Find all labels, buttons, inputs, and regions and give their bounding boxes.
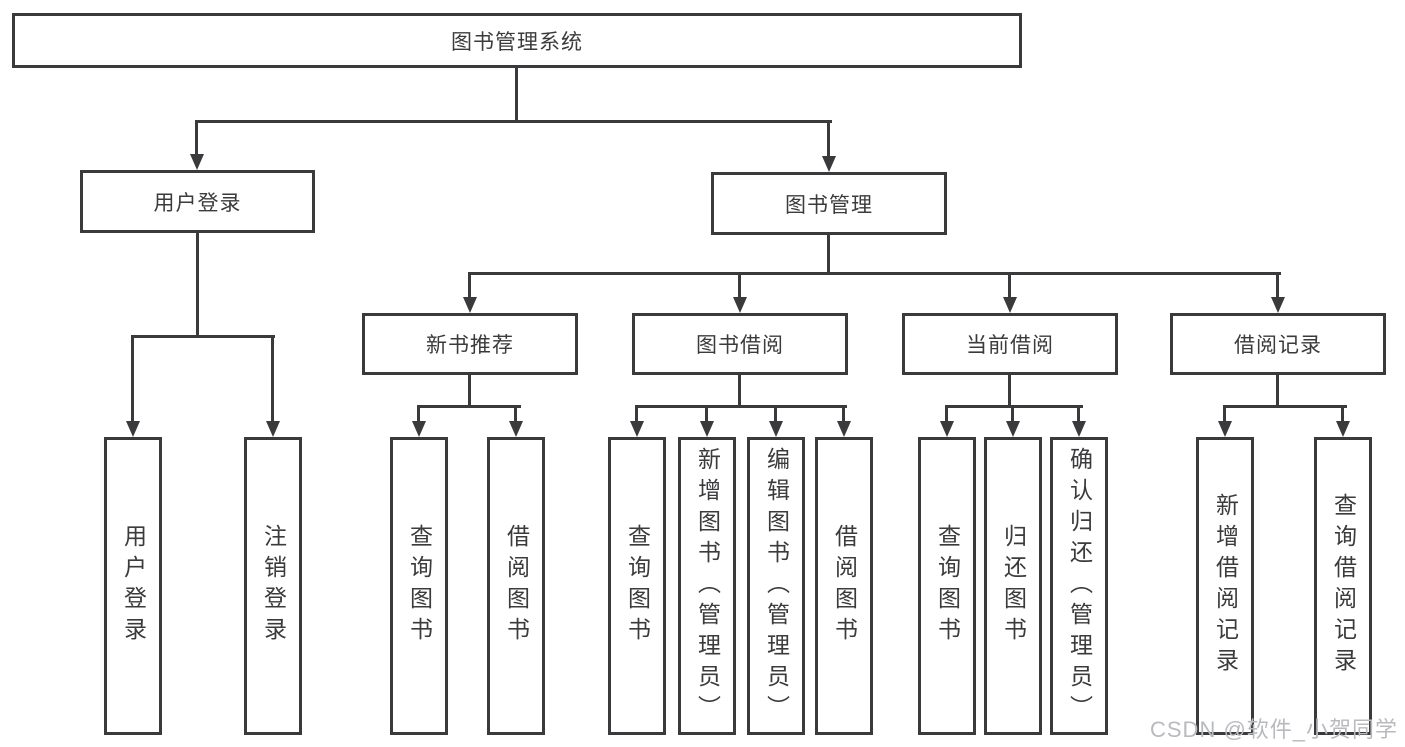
arrowhead-icon: [769, 421, 783, 437]
leaf-query-book: 查询图书: [918, 437, 976, 735]
connector-line: [1223, 405, 1347, 408]
connector-line: [1276, 272, 1279, 297]
node-root: 图书管理系统: [12, 13, 1022, 68]
node-current-borrow: 当前借阅: [902, 313, 1118, 375]
node-borrow-records: 借阅记录: [1170, 313, 1386, 375]
connector-line: [1223, 405, 1226, 421]
leaf-add-borrow-record: 新增借阅记录: [1196, 437, 1254, 735]
csdn-watermark: CSDN @软件_小贺同学: [1150, 717, 1399, 742]
leaf-borrow-book: 借阅图书: [815, 437, 873, 735]
connector-line: [514, 405, 517, 421]
arrowhead-icon: [463, 297, 477, 313]
node-user-login: 用户登录: [80, 170, 315, 233]
arrowhead-icon: [940, 421, 954, 437]
connector-line: [635, 405, 638, 421]
connector-line: [1077, 405, 1080, 421]
connector-line: [131, 335, 275, 338]
arrowhead-icon: [126, 421, 140, 437]
arrowhead-icon: [1003, 297, 1017, 313]
connector-line: [945, 405, 1083, 408]
connector-line: [196, 233, 199, 335]
leaf-edit-book-admin: 编辑图书（管理员）: [747, 437, 805, 735]
connector-line: [417, 405, 420, 421]
arrowhead-icon: [733, 297, 747, 313]
arrowhead-icon: [190, 154, 204, 170]
connector-line: [842, 405, 845, 421]
arrowhead-icon: [837, 421, 851, 437]
arrowhead-icon: [1336, 421, 1350, 437]
connector-line: [271, 335, 274, 421]
leaf-add-book-admin: 新增图书（管理员）: [678, 437, 736, 735]
connector-line: [1276, 375, 1279, 405]
node-book-borrow: 图书借阅: [632, 313, 848, 375]
arrowhead-icon: [509, 421, 523, 437]
connector-line: [1011, 405, 1014, 421]
arrowhead-icon: [266, 421, 280, 437]
connector-line: [945, 405, 948, 421]
node-new-book-recommend: 新书推荐: [362, 313, 578, 375]
leaf-query-book: 查询图书: [608, 437, 666, 735]
connector-line: [468, 375, 471, 405]
leaf-query-borrow-record: 查询借阅记录: [1314, 437, 1372, 735]
arrowhead-icon: [630, 421, 644, 437]
node-book-management: 图书管理: [711, 172, 947, 235]
leaf-borrow-book: 借阅图书: [487, 437, 545, 735]
connector-line: [827, 120, 830, 156]
leaf-user-login: 用户登录: [104, 437, 162, 735]
leaf-query-book: 查询图书: [390, 437, 448, 735]
arrowhead-icon: [822, 156, 836, 172]
connector-line: [468, 272, 471, 297]
arrowhead-icon: [700, 421, 714, 437]
leaf-logout: 注销登录: [244, 437, 302, 735]
arrowhead-icon: [1072, 421, 1086, 437]
connector-line: [195, 120, 198, 154]
connector-line: [1341, 405, 1344, 421]
connector-line: [417, 405, 521, 408]
arrowhead-icon: [1271, 297, 1285, 313]
connector-line: [635, 405, 847, 408]
connector-line: [1008, 375, 1011, 405]
arrowhead-icon: [1006, 421, 1020, 437]
connector-line: [195, 120, 832, 123]
connector-line: [774, 405, 777, 421]
connector-line: [705, 405, 708, 421]
connector-line: [738, 272, 741, 297]
connector-line: [515, 68, 518, 120]
connector-line: [1008, 272, 1011, 297]
arrowhead-icon: [1218, 421, 1232, 437]
connector-line: [131, 335, 134, 421]
leaf-confirm-return-admin: 确认归还（管理员）: [1050, 437, 1108, 735]
arrowhead-icon: [412, 421, 426, 437]
connector-line: [738, 375, 741, 405]
connector-line: [468, 272, 1281, 275]
connector-line: [827, 235, 830, 272]
leaf-return-book: 归还图书: [984, 437, 1042, 735]
